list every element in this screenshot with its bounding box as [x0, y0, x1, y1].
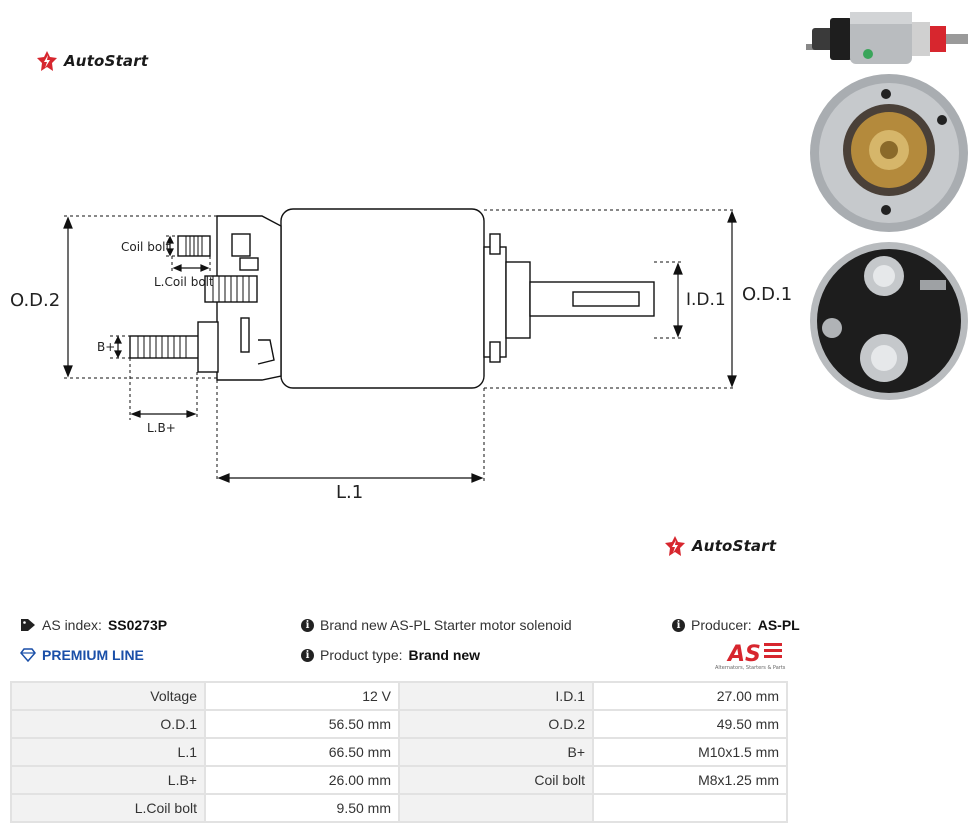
- producer: i Producer: AS-PL: [672, 617, 800, 633]
- label-b-plus: B+: [97, 340, 115, 354]
- spec-value: 56.50 mm: [204, 709, 400, 739]
- spec-value: 66.50 mm: [204, 737, 400, 767]
- spec-value: 49.50 mm: [592, 709, 788, 739]
- spec-key: L.Coil bolt: [10, 793, 206, 823]
- table-row: L.B+ 26.00 mm Coil bolt M8x1.25 mm: [10, 765, 788, 795]
- spec-key: L.B+: [10, 765, 206, 795]
- table-row: Voltage 12 V I.D.1 27.00 mm: [10, 681, 788, 711]
- as-index-label: AS index:: [42, 617, 102, 633]
- premium-line: PREMIUM LINE: [20, 647, 144, 663]
- label-coil-bolt: Coil bolt: [121, 240, 170, 254]
- product-photo-rear[interactable]: [808, 240, 970, 402]
- spec-key: L.1: [10, 737, 206, 767]
- label-id1: I.D.1: [686, 290, 726, 310]
- solenoid-dimension-diagram: O.D.2 O.D.1 I.D.1 L.1 Coil bolt L.Coil b…: [10, 208, 792, 503]
- spec-value: M8x1.25 mm: [592, 765, 788, 795]
- info-icon: i: [672, 618, 685, 632]
- spec-value: 26.00 mm: [204, 765, 400, 795]
- spec-value: 12 V: [204, 681, 400, 711]
- product-photo-front[interactable]: [808, 72, 970, 234]
- spec-key: B+: [398, 737, 594, 767]
- info-icon: i: [301, 618, 314, 632]
- table-row: L.Coil bolt 9.50 mm: [10, 793, 788, 823]
- spec-value: 9.50 mm: [204, 793, 400, 823]
- product-photo-side[interactable]: [806, 6, 972, 68]
- label-l1: L.1: [336, 482, 363, 503]
- tag-icon: [21, 619, 35, 631]
- diamond-icon: [20, 648, 36, 662]
- description-text: Brand new AS-PL Starter motor solenoid: [320, 617, 572, 633]
- label-od1: O.D.1: [742, 284, 792, 305]
- product-type-label: Product type:: [320, 647, 403, 663]
- product-type-value: Brand new: [408, 647, 481, 663]
- svg-text:Alternators, Starters & Parts: Alternators, Starters & Parts: [715, 665, 786, 671]
- table-row: O.D.1 56.50 mm O.D.2 49.50 mm: [10, 709, 788, 739]
- label-od2: O.D.2: [10, 290, 60, 311]
- product-type: i Product type: Brand new: [301, 647, 480, 663]
- info-icon: i: [301, 648, 314, 662]
- autostart-logo-text: AutoStart: [64, 52, 149, 70]
- autostart-logo-bottom: AutoStart: [664, 535, 776, 557]
- as-pl-producer-logo: AS Alternators, Starters & Parts: [715, 642, 786, 671]
- product-description: i Brand new AS-PL Starter motor solenoid: [301, 617, 572, 633]
- as-index-value: SS0273P: [107, 617, 168, 633]
- spec-value: [592, 793, 788, 823]
- autostart-logo-text: AutoStart: [692, 537, 777, 555]
- spec-key: Coil bolt: [398, 765, 594, 795]
- label-l-b-plus: L.B+: [147, 421, 176, 435]
- autostart-star-icon: [665, 536, 685, 556]
- spec-key: I.D.1: [398, 681, 594, 711]
- autostart-star-icon: [37, 51, 57, 71]
- table-row: L.1 66.50 mm B+ M10x1.5 mm: [10, 737, 788, 767]
- autostart-logo-top: AutoStart: [36, 50, 148, 72]
- premium-line-label: PREMIUM LINE: [42, 647, 144, 663]
- specification-table: Voltage 12 V I.D.1 27.00 mm O.D.1 56.50 …: [10, 681, 788, 823]
- label-l-coil-bolt: L.Coil bolt: [154, 275, 214, 289]
- spec-key: O.D.2: [398, 709, 594, 739]
- producer-value: AS-PL: [757, 617, 800, 633]
- spec-key: Voltage: [10, 681, 206, 711]
- spec-value: M10x1.5 mm: [592, 737, 788, 767]
- svg-text:AS: AS: [726, 642, 761, 667]
- producer-label: Producer:: [691, 617, 752, 633]
- spec-key: O.D.1: [10, 709, 206, 739]
- spec-value: 27.00 mm: [592, 681, 788, 711]
- spec-key: [398, 793, 594, 823]
- as-index: AS index: SS0273P: [20, 617, 167, 633]
